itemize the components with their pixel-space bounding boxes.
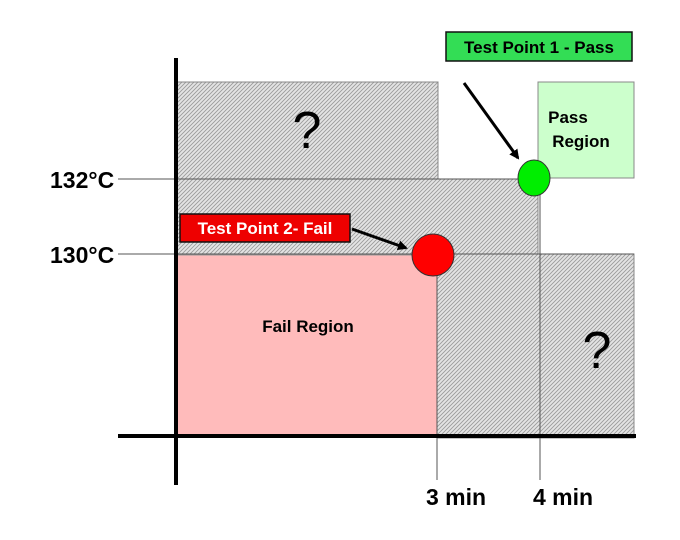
unknown-lower-label: ? bbox=[583, 322, 612, 380]
time-long-label: 4 min bbox=[533, 484, 593, 510]
unknown-region-upper bbox=[175, 81, 439, 181]
unknown-upper-label: ? bbox=[293, 102, 322, 160]
test-point-fail-label: Test Point 2- Fail bbox=[198, 219, 333, 238]
fail-region bbox=[175, 254, 438, 438]
pass-region bbox=[537, 81, 635, 179]
test-point-pass-callout bbox=[445, 31, 633, 62]
time-short-label: 3 min bbox=[426, 484, 486, 510]
test-point-fail-callout bbox=[179, 213, 351, 243]
pass-region-label-line1: Pass bbox=[548, 108, 588, 127]
test-point-fail-marker bbox=[411, 233, 455, 277]
fail-region-label: Fail Region bbox=[262, 317, 354, 336]
temp-high-label: 132°C bbox=[50, 167, 114, 193]
test-point-pass-marker bbox=[517, 159, 551, 197]
test-point-pass-label: Test Point 1 - Pass bbox=[464, 38, 614, 57]
temp-low-label: 130°C bbox=[50, 242, 114, 268]
pass-region-label-line2: Region bbox=[552, 132, 610, 151]
test-point-fail-arrow bbox=[351, 227, 408, 251]
test-point-pass-arrow bbox=[462, 82, 520, 160]
